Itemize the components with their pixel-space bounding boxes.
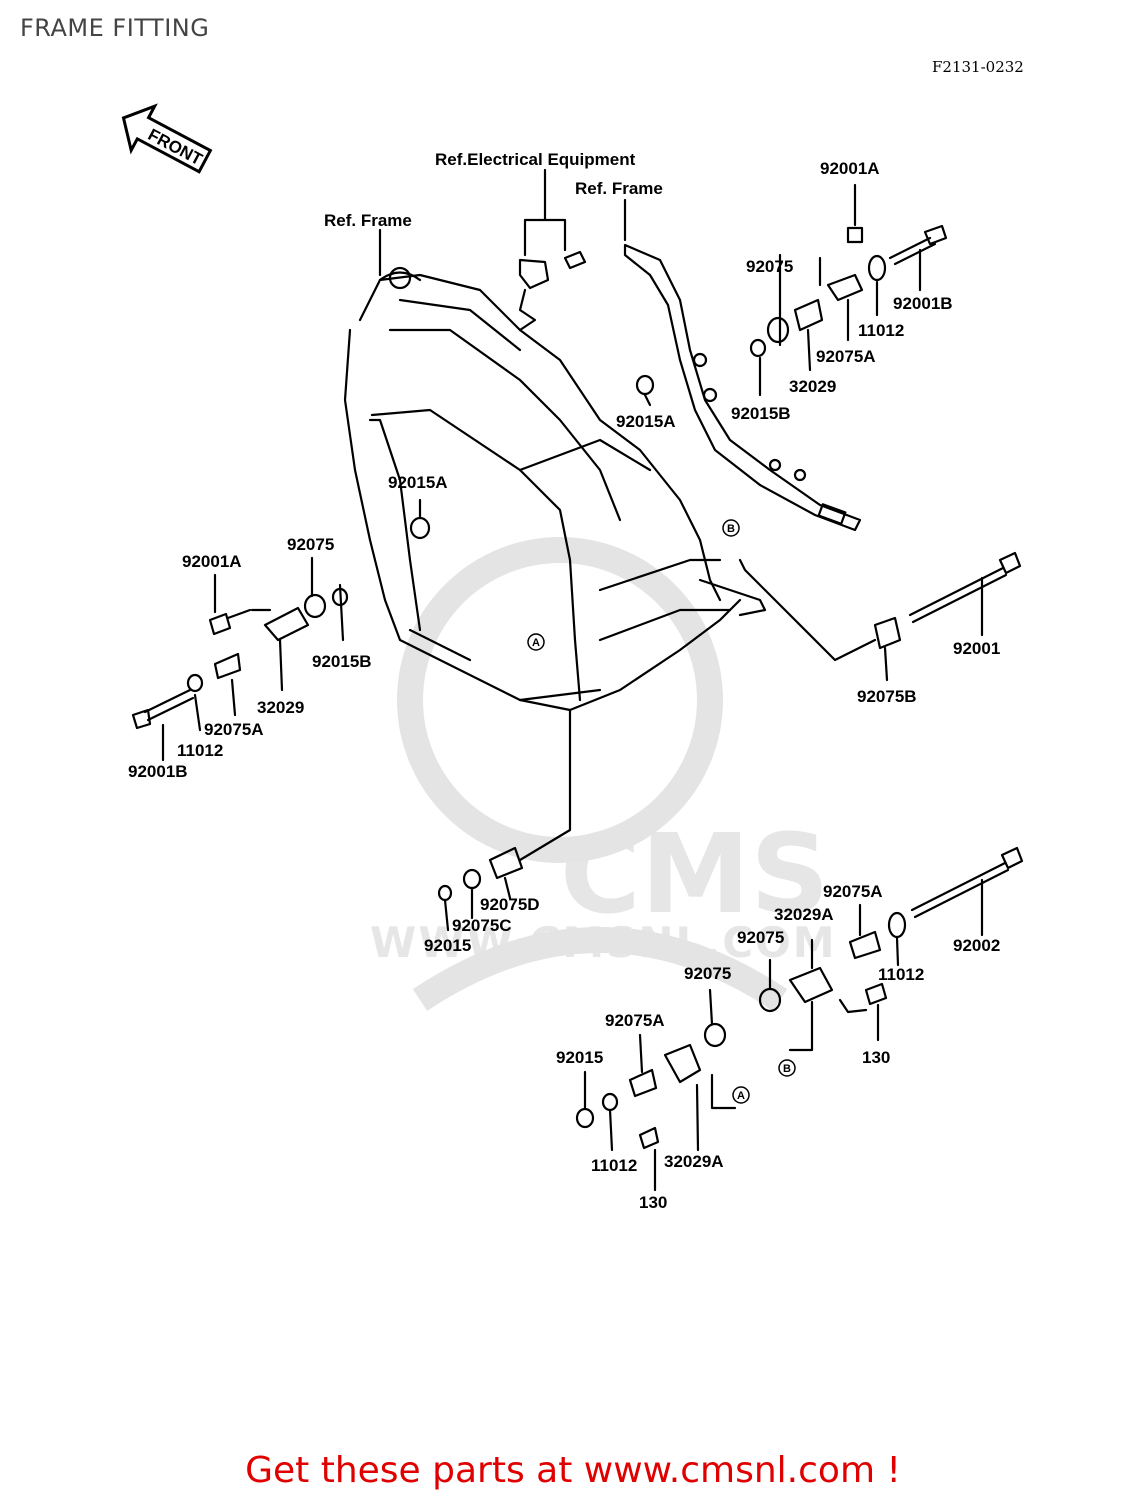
part-92075c: 92075C bbox=[452, 916, 512, 935]
upper-right-mount bbox=[749, 183, 948, 397]
part-92075-left: 92075 bbox=[287, 535, 335, 554]
callout-b-lower: B bbox=[778, 1059, 796, 1077]
label-ref-electrical: Ref.Electrical Equipment bbox=[435, 150, 636, 169]
part-92015b-upper: 92015B bbox=[731, 404, 791, 423]
front-arrow-icon: FRONT bbox=[121, 103, 213, 174]
page-title: FRAME FITTING bbox=[20, 14, 210, 42]
part-92001b-left: 92001B bbox=[128, 762, 188, 781]
part-92075d: 92075D bbox=[480, 895, 540, 914]
part-11012-lower-mid: 11012 bbox=[591, 1156, 638, 1175]
part-92015b-left: 92015B bbox=[312, 652, 372, 671]
bolt-92001 bbox=[738, 551, 1022, 682]
callout-a-frame: A bbox=[527, 633, 545, 651]
footer-link[interactable]: Get these parts at www.cmsnl.com ! bbox=[245, 1450, 901, 1491]
part-92015a-mid: 92015A bbox=[388, 473, 448, 492]
part-92002: 92002 bbox=[953, 936, 1001, 955]
part-32029a-lower-right: 32029A bbox=[774, 905, 834, 924]
label-ref-frame-left: Ref. Frame bbox=[324, 211, 412, 230]
bolt-92002 bbox=[758, 846, 1024, 1052]
part-130-lower-right: 130 bbox=[862, 1048, 891, 1067]
part-92075a-lower-right: 92075A bbox=[823, 882, 883, 901]
part-92015a-upper: 92015A bbox=[616, 412, 676, 431]
part-11012-lower-right: 11012 bbox=[878, 965, 925, 984]
part-92001a-upper: 92001A bbox=[820, 159, 880, 178]
svg-text:B: B bbox=[783, 1063, 791, 1075]
part-92075b: 92075B bbox=[857, 687, 917, 706]
part-32029a-lower-mid: 32029A bbox=[664, 1152, 724, 1171]
part-92015-lower-mid: 92015 bbox=[556, 1048, 604, 1067]
part-92075a-upper: 92075A bbox=[816, 347, 876, 366]
main-frame bbox=[343, 266, 767, 712]
rear-subframe bbox=[623, 243, 862, 532]
svg-text:A: A bbox=[737, 1090, 745, 1102]
electrical-bracket bbox=[378, 168, 627, 332]
part-92075-lower-right: 92075 bbox=[737, 928, 785, 947]
part-92015-bottom: 92015 bbox=[424, 936, 472, 955]
part-32029-left: 32029 bbox=[257, 698, 305, 717]
part-92001: 92001 bbox=[953, 639, 1001, 658]
part-11012-upper: 11012 bbox=[858, 321, 905, 340]
part-130-lower-mid: 130 bbox=[639, 1193, 668, 1212]
part-92075-upper: 92075 bbox=[746, 257, 794, 276]
callout-a-lower: A bbox=[732, 1086, 750, 1104]
label-ref-frame-top: Ref. Frame bbox=[575, 179, 663, 198]
part-92075a-lower-mid: 92075A bbox=[605, 1011, 665, 1030]
diagram-code: F2131-0232 bbox=[932, 58, 1024, 76]
watermark-logo bbox=[397, 537, 788, 1011]
part-92001a-left: 92001A bbox=[182, 552, 242, 571]
bottom-center-mount bbox=[437, 708, 572, 932]
part-11012-left: 11012 bbox=[177, 741, 224, 760]
part-92001b-upper: 92001B bbox=[893, 294, 953, 313]
left-mount bbox=[131, 556, 349, 762]
bottom-mid-mount bbox=[575, 988, 737, 1192]
svg-text:A: A bbox=[532, 637, 540, 649]
nut-92015a-mid bbox=[409, 374, 655, 540]
part-92075-lower-mid: 92075 bbox=[684, 964, 732, 983]
part-92075a-left: 92075A bbox=[204, 720, 264, 739]
svg-text:B: B bbox=[727, 523, 735, 535]
part-32029-upper: 32029 bbox=[789, 377, 837, 396]
callout-b-frame: B bbox=[722, 519, 740, 537]
